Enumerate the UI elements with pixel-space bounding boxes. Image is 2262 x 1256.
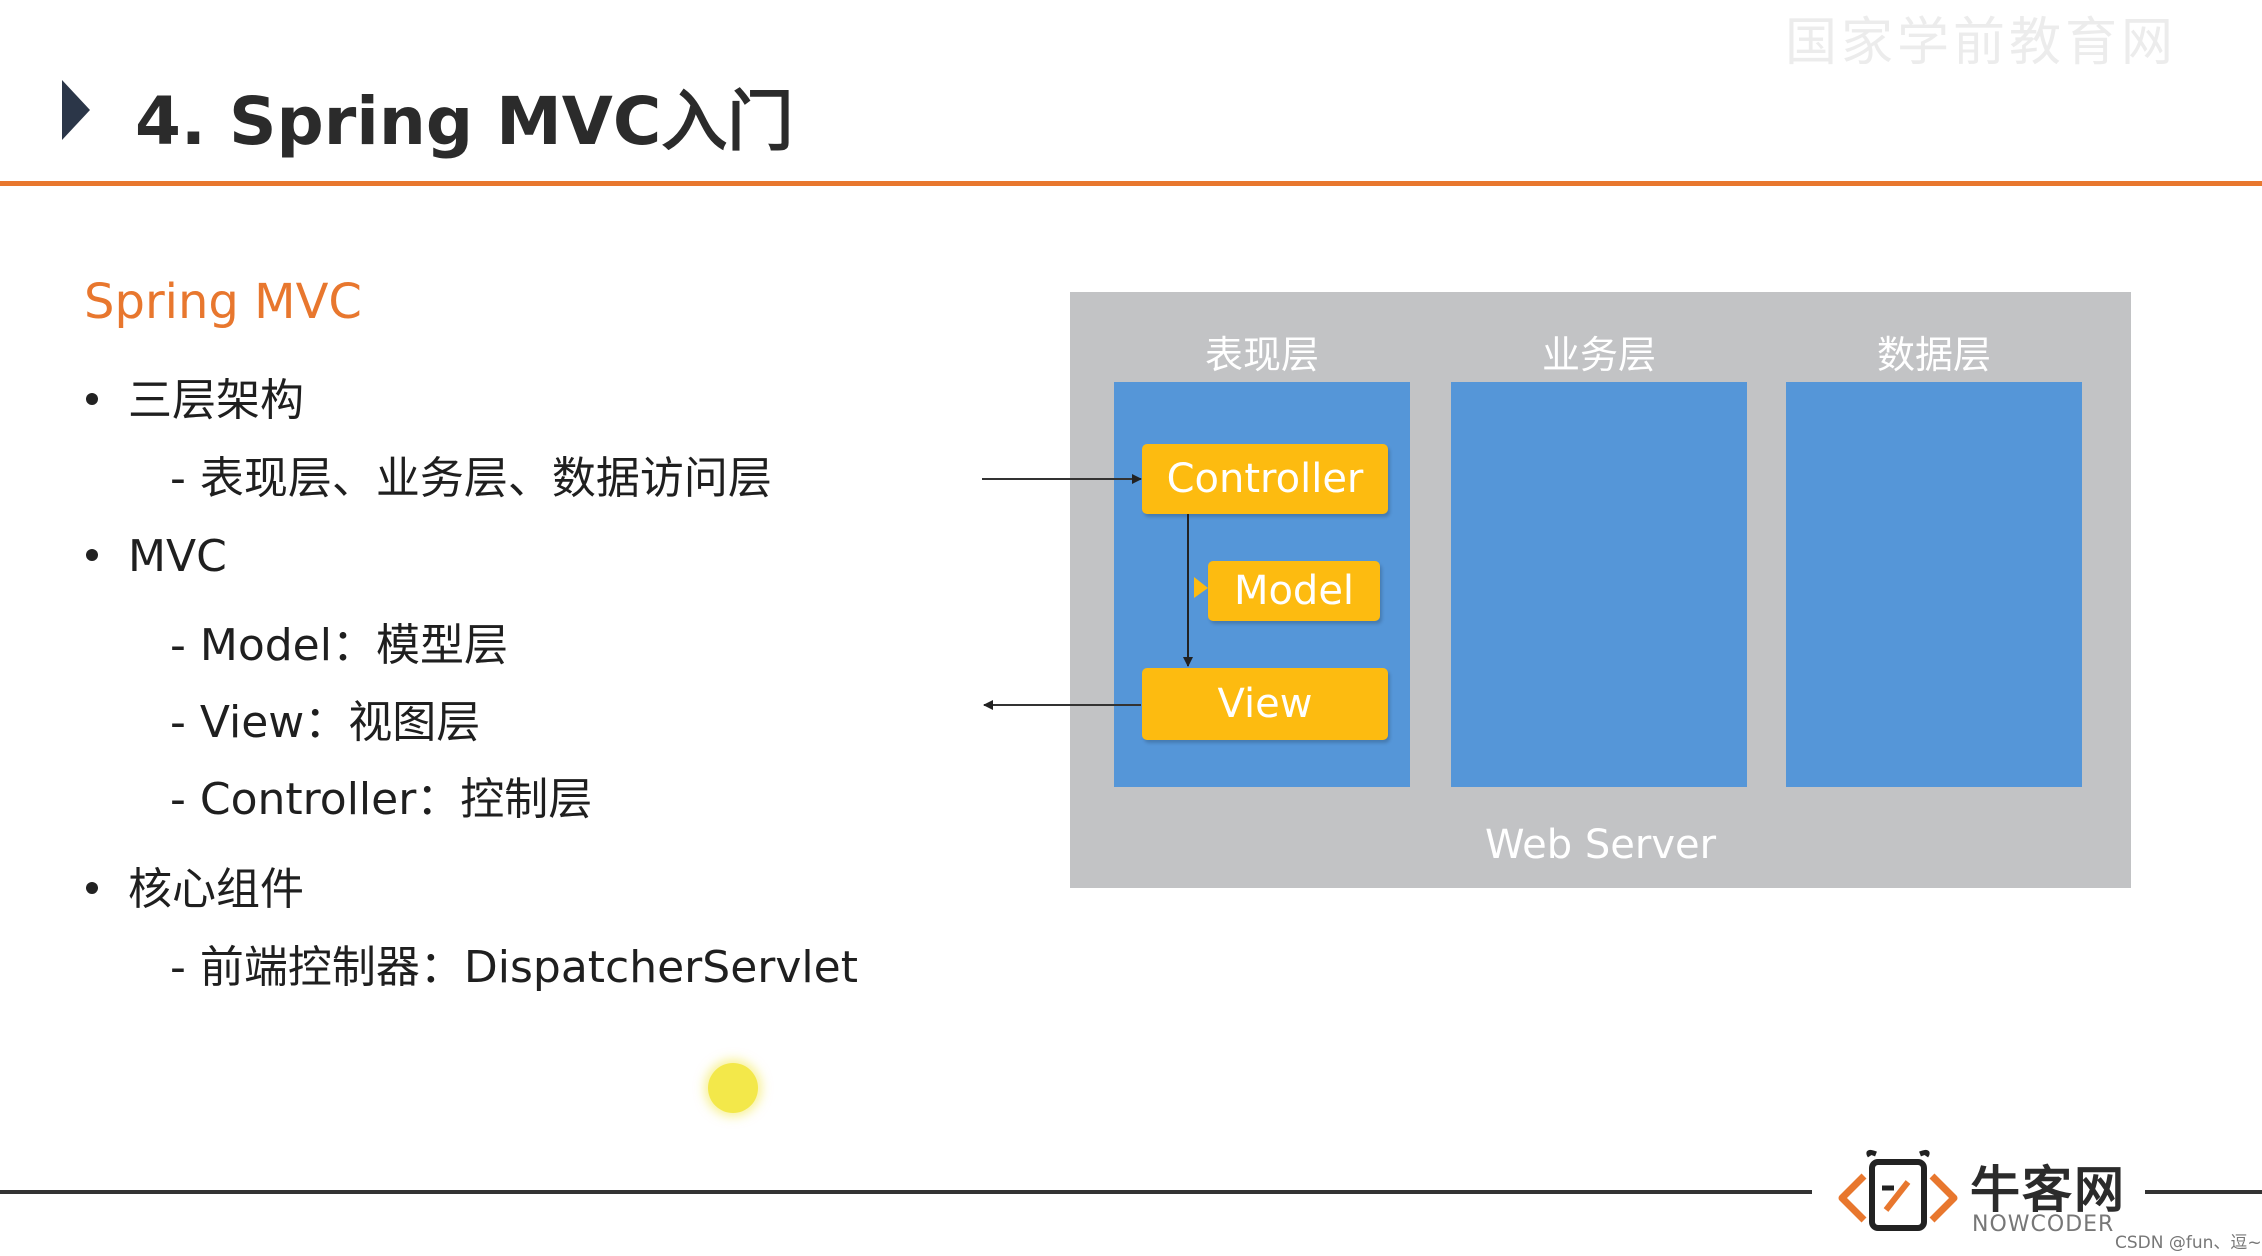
business-layer — [1451, 382, 1747, 787]
title-triangle-icon — [62, 80, 90, 140]
view-box: View — [1142, 668, 1388, 740]
bullet-dot — [86, 393, 98, 405]
bullet-core-components: 核心组件 — [86, 853, 304, 917]
model-callout-pointer — [1194, 577, 1208, 598]
bullet-label: 三层架构 — [128, 375, 304, 426]
csdn-credit: CSDN @fun、逗~ — [2115, 1233, 2262, 1253]
footer-divider-left — [0, 1190, 1812, 1194]
footer-divider-right — [2145, 1190, 2262, 1194]
sub-item-layers: - 表现层、业务层、数据访问层 — [170, 453, 772, 504]
data-layer — [1786, 382, 2082, 787]
bullet-dot — [86, 882, 98, 894]
header-divider — [0, 181, 2262, 186]
model-box: Model — [1208, 561, 1380, 621]
bullet-label: MVC — [128, 531, 227, 582]
sub-item-model: - Model：模型层 — [170, 620, 508, 671]
logo-wordmark-cn: 牛客网 — [1970, 1161, 2126, 1219]
bullet-dot — [86, 549, 98, 561]
page-title: 4. Spring MVC入门 — [135, 83, 794, 160]
logo-wordmark-en: NOWCODER — [1972, 1212, 2115, 1237]
laser-pointer-dot — [708, 1063, 758, 1113]
sub-item-dispatcher: - 前端控制器：DispatcherServlet — [170, 942, 858, 993]
sub-item-view: - View：视图层 — [170, 697, 481, 748]
column-label-presentation: 表现层 — [1204, 333, 1319, 377]
nowcoder-logo-icon — [1838, 1149, 1958, 1231]
bullet-label: 核心组件 — [128, 864, 304, 915]
mvc-diagram: 表现层 业务层 数据层 Controller Model View Web Se… — [1070, 292, 2131, 888]
bullet-mvc: MVC — [86, 531, 227, 582]
watermark: 国家学前教育网 — [1785, 13, 2178, 73]
controller-box: Controller — [1142, 444, 1388, 514]
column-label-data: 数据层 — [1876, 333, 1991, 377]
bullet-three-tier: 三层架构 — [86, 364, 304, 428]
sub-item-controller: - Controller：控制层 — [170, 774, 593, 825]
section-heading: Spring MVC — [84, 274, 362, 330]
web-server-label: Web Server — [1484, 822, 1717, 868]
column-label-business: 业务层 — [1541, 333, 1656, 377]
